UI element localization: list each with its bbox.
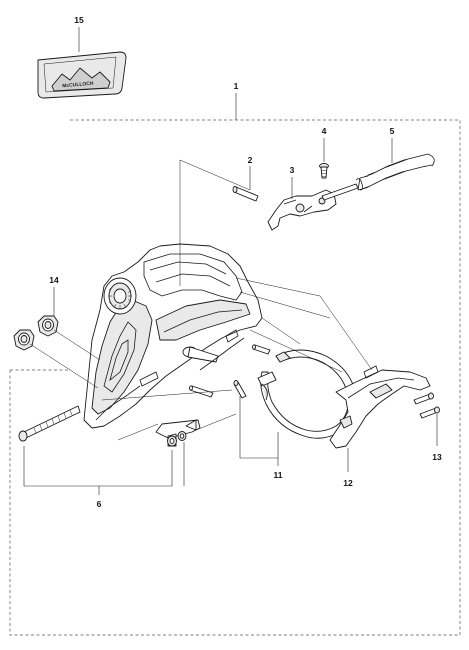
callout-5: 5 [390, 126, 395, 136]
callout-12: 12 [343, 478, 353, 488]
callout-1: 1 [234, 81, 239, 91]
bolt-left [18, 405, 81, 442]
brake-lever-part-3 [267, 189, 337, 231]
callout-6: 6 [97, 499, 102, 509]
bracket-part-12 [329, 365, 431, 449]
pin-part-2 [232, 186, 259, 202]
nuts-part-14 [13, 315, 59, 351]
spring-part-5 [321, 153, 435, 201]
assembly-boundary [9, 119, 461, 636]
screws-part-13 [413, 392, 440, 419]
callout-4: 4 [322, 126, 327, 136]
clutch-cover-housing [83, 243, 263, 429]
callout-13: 13 [432, 452, 442, 462]
bracket-small [155, 419, 201, 447]
callout-15: 15 [74, 15, 84, 25]
pin-part-11 [233, 380, 247, 399]
washers [167, 431, 187, 447]
callout-2: 2 [248, 155, 253, 165]
decal-brand-text: McCULLOCH [62, 81, 94, 90]
callout-3: 3 [290, 165, 295, 175]
callout-11: 11 [274, 470, 283, 480]
decal-part-15: McCULLOCH [37, 51, 127, 99]
screw-part-4 [319, 163, 329, 179]
housing-pins [189, 344, 271, 398]
callout-14: 14 [49, 275, 59, 285]
